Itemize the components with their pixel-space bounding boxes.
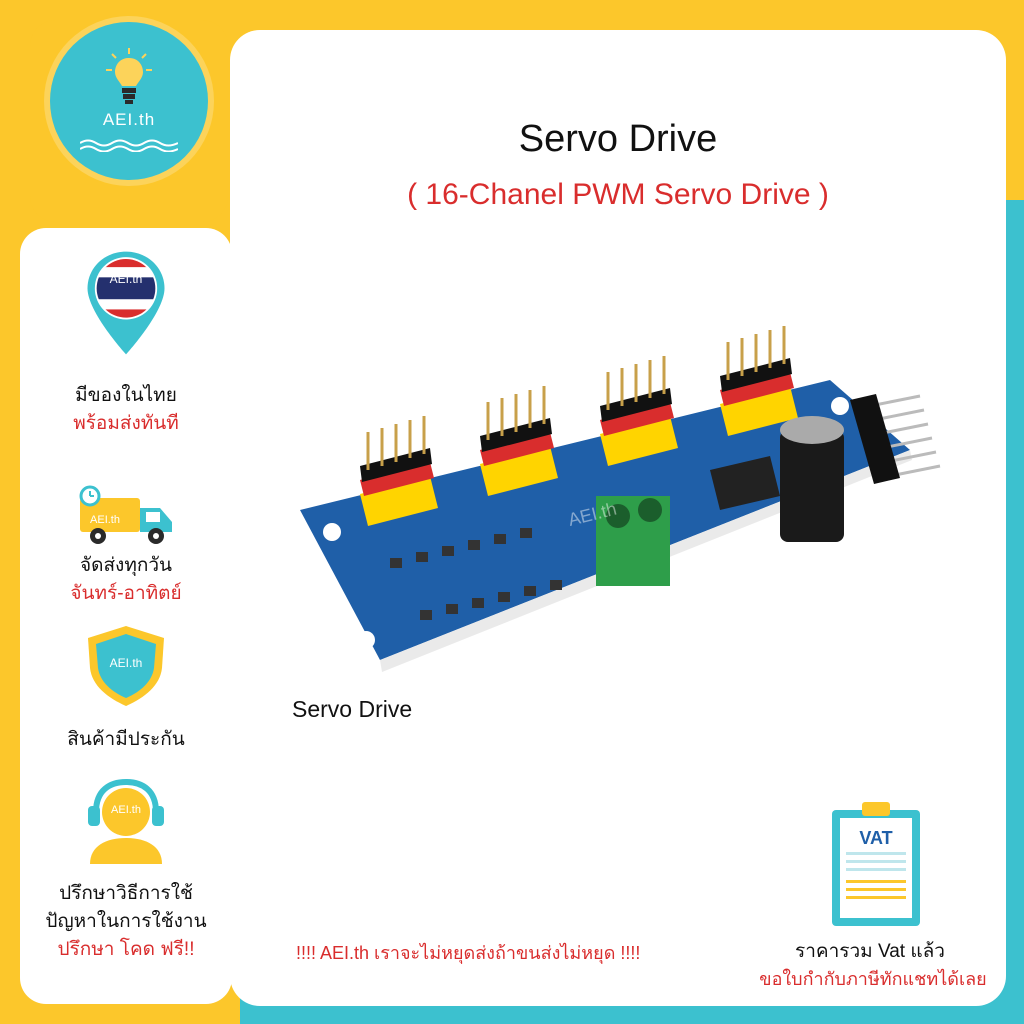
page-title: Servo Drive [518, 118, 718, 160]
feature-1-line1: มีของในไทย [75, 385, 177, 406]
main-panel: Servo Drive ( 16-Chanel PWM Servo Drive … [230, 30, 1006, 1006]
feature-2-line2: จันทร์-อาทิตย์ [70, 583, 182, 604]
vat-badge: VAT [859, 828, 892, 848]
features-sidebar: AEI.th มีของในไทย พร้อมส่งทันที AEI.th จ… [20, 228, 232, 1004]
feature-badge: AEI.th [109, 272, 143, 286]
logo-text: AEI.th [102, 110, 156, 129]
servo-driver-board-image: AEI.th [300, 326, 941, 672]
feature-4-line1: ปรึกษาวิธีการใช้ [59, 883, 193, 904]
shield-icon [88, 626, 164, 706]
feature-3-line1: สินค้ามีประกัน [67, 729, 185, 750]
feature-badge: AEI.th [109, 656, 143, 670]
feature-4-line2: ปัญหาในการใช้งาน [45, 911, 207, 932]
vat-line2: ขอใบกำกับภาษีทักแชทได้เลย [759, 969, 987, 989]
map-pin-flag-icon [87, 251, 165, 355]
feature-4-line3: ปรึกษา โคด ฟรี!! [57, 939, 195, 960]
wave-decoration [80, 139, 178, 152]
support-headset-icon [88, 778, 164, 864]
feature-badge: AEI.th [90, 514, 120, 526]
vat-line1: ราคารวม Vat แล้ว [795, 941, 945, 962]
vat-clipboard-icon: VAT [832, 802, 920, 926]
brand-logo: AEI.th [50, 22, 208, 180]
lightbulb-icon [106, 48, 152, 104]
page-subtitle: ( 16-Chanel PWM Servo Drive ) [407, 178, 829, 211]
feature-1-line2: พร้อมส่งทันที [73, 413, 179, 434]
feature-2-line1: จัดส่งทุกวัน [79, 555, 173, 576]
product-caption: Servo Drive [292, 696, 413, 722]
delivery-truck-icon [79, 485, 172, 544]
feature-badge: AEI.th [111, 804, 141, 816]
shipping-notice: !!!! AEI.th เราจะไม่หยุดส่งถ้าขนส่งไม่หย… [296, 943, 641, 963]
